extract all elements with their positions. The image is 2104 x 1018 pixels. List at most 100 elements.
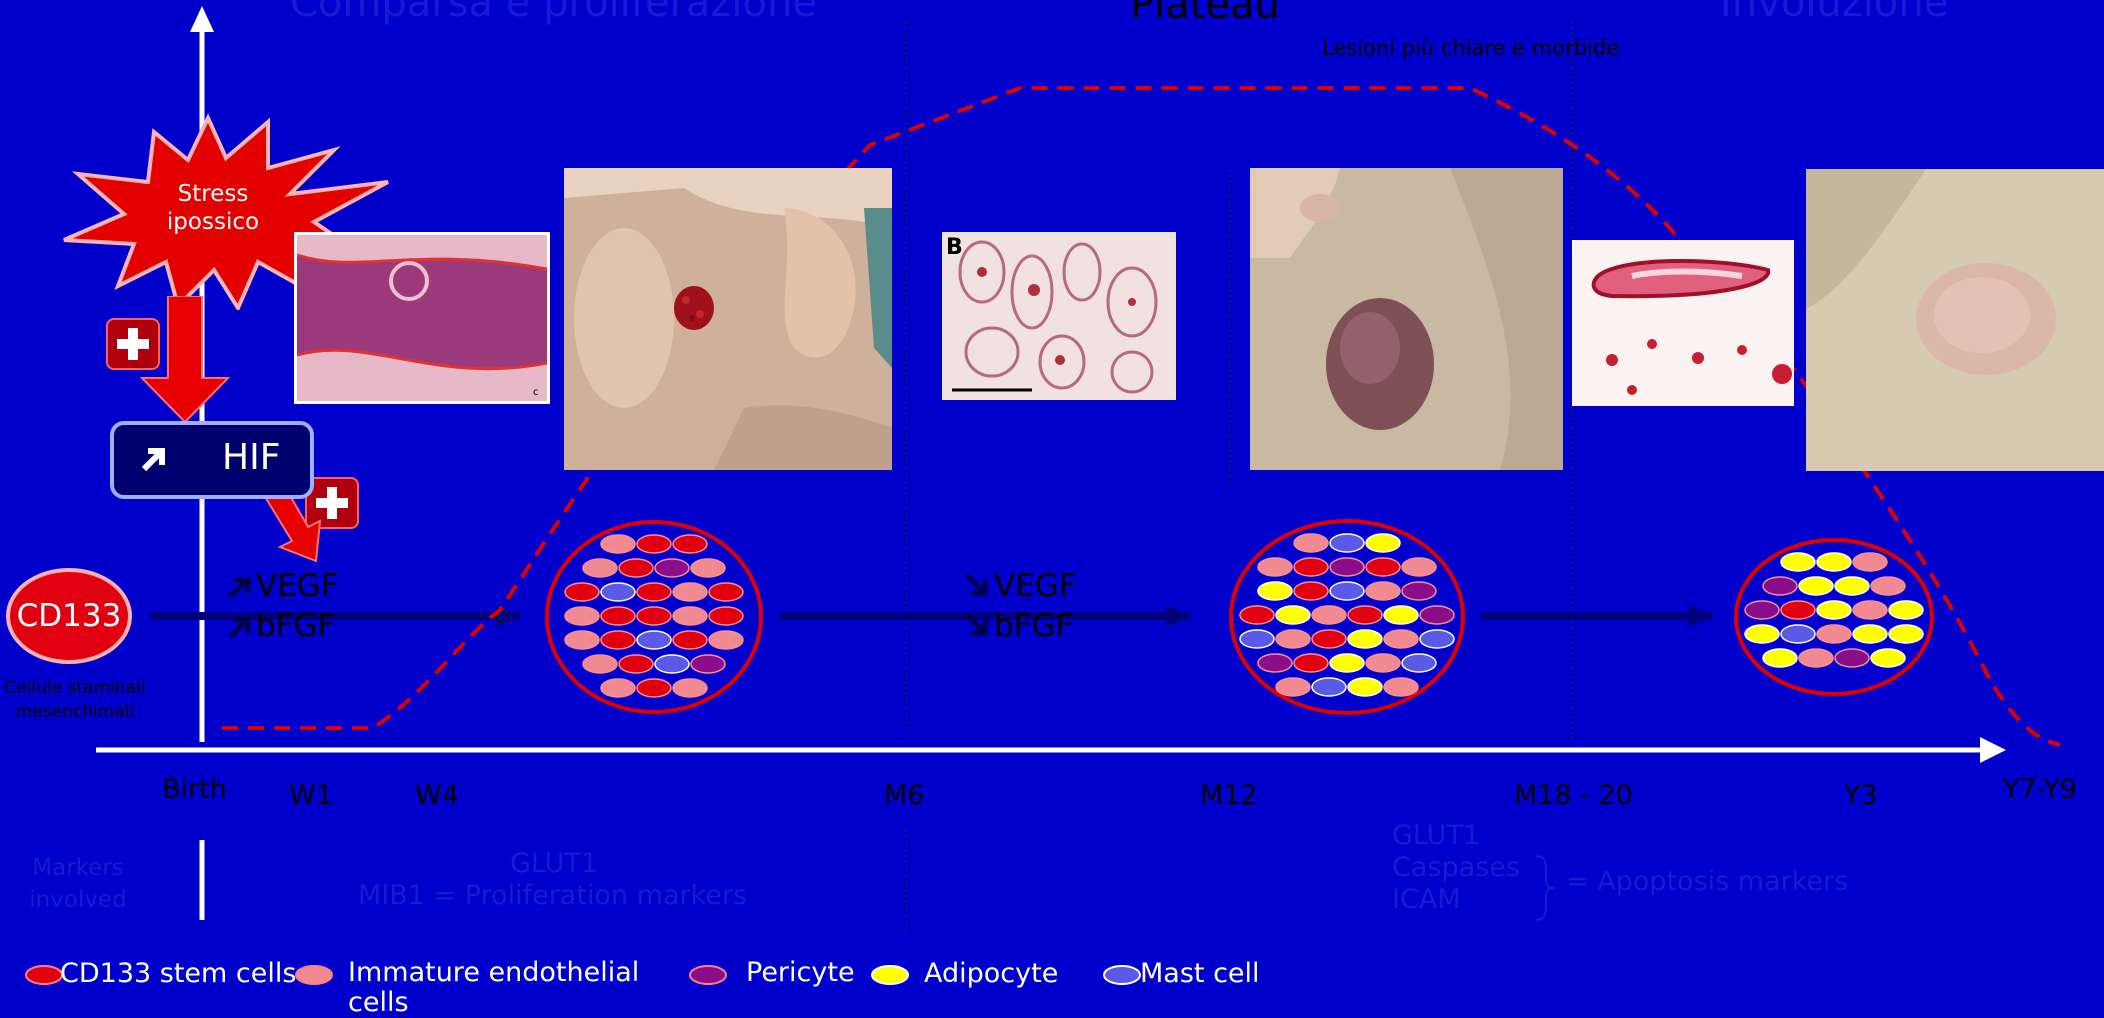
cell-mast-cell — [601, 583, 635, 601]
cell-cd133 — [1294, 558, 1328, 576]
arrow-down-right-icon — [964, 612, 990, 642]
legend-pericyte: Pericyte — [746, 958, 876, 988]
cell-endothelial — [1384, 678, 1418, 696]
cell-endothelial — [1853, 601, 1887, 619]
cell-cd133 — [637, 583, 671, 601]
cell-cd133 — [709, 583, 743, 601]
cell-pericyte — [691, 655, 725, 673]
legend-cd133: CD133 stem cells — [60, 958, 296, 989]
factor-up-vegf: VEGF — [256, 566, 339, 606]
cell-adipocyte — [1871, 649, 1905, 667]
histology-b-label: B — [946, 235, 963, 260]
cell-endothelial — [565, 631, 599, 649]
cell-adipocyte — [1817, 553, 1851, 571]
cell-cd133 — [1348, 606, 1382, 624]
cluster-proliferation — [543, 518, 765, 716]
cell-cd133 — [601, 607, 635, 625]
proliferation-marker-glut1: GLUT1 — [510, 848, 598, 879]
cell-adipocyte — [1781, 553, 1815, 571]
legend-swatch-endothelial — [292, 962, 336, 988]
tick-w4: W4 — [415, 780, 459, 811]
factor-down-vegf: VEGF — [994, 566, 1077, 606]
legend-swatch-pericyte — [686, 962, 730, 988]
cell-adipocyte — [1889, 625, 1923, 643]
apoptosis-marker-glut1: GLUT1 — [1392, 820, 1480, 852]
cell-pericyte — [1835, 649, 1869, 667]
hif-label: HIF — [222, 437, 280, 478]
cell-adipocyte — [1258, 582, 1292, 600]
legend-adipocyte: Adipocyte — [924, 958, 1058, 989]
cell-mast-cell — [1240, 630, 1274, 648]
cell-endothelial — [1384, 630, 1418, 648]
infant-plateau-lesion-photo — [1250, 168, 1563, 470]
cell-cd133 — [1781, 601, 1815, 619]
cell-mast-cell — [637, 631, 671, 649]
arrow-down-right-icon — [964, 572, 990, 602]
cell-endothelial — [1276, 630, 1310, 648]
cell-adipocyte — [1763, 649, 1797, 667]
apoptosis-marker-icam: ICAM — [1392, 884, 1461, 916]
cell-adipocyte — [1330, 654, 1364, 672]
arrow-up-right-icon — [227, 574, 253, 604]
cell-endothelial — [601, 535, 635, 553]
x-axis-arrowhead — [1980, 737, 2006, 763]
factor-up-bfgf: bFGF — [256, 606, 335, 646]
hif-box: HIF — [110, 421, 314, 499]
cell-adipocyte — [1276, 606, 1310, 624]
cell-pericyte — [1402, 582, 1436, 600]
legend-endothelial: Immature endothelial cells — [348, 958, 668, 1018]
cell-endothelial — [1366, 654, 1400, 672]
tick-m18-20: M18 - 20 — [1514, 780, 1633, 811]
cd133-caption: Cellule staminali mesenchimali — [0, 676, 150, 724]
histology-involution-image — [1572, 240, 1794, 406]
tick-m12: M12 — [1200, 780, 1258, 811]
legend-swatch-mast-cell — [1100, 962, 1144, 988]
cell-adipocyte — [1835, 577, 1869, 595]
apoptosis-marker-caspases: Caspases — [1392, 852, 1520, 884]
cell-adipocyte — [1366, 534, 1400, 552]
cell-cd133 — [1366, 558, 1400, 576]
tick-m6: M6 — [884, 780, 924, 811]
cell-endothelial — [691, 559, 725, 577]
cell-endothelial — [1817, 625, 1851, 643]
histology-c-label: c — [533, 387, 539, 398]
cell-adipocyte — [1745, 625, 1779, 643]
tick-y3: Y3 — [1844, 780, 1878, 811]
factor-down-bfgf: bFGF — [994, 606, 1073, 646]
cell-mast-cell — [1330, 534, 1364, 552]
cell-mast-cell — [1330, 582, 1364, 600]
stress-to-hif-arrow — [140, 296, 230, 424]
arrow-up-right-icon — [227, 614, 253, 644]
cell-cd133 — [1294, 582, 1328, 600]
tick-w1: W1 — [289, 780, 333, 811]
infant-early-lesion-photo — [564, 168, 892, 470]
cell-endothelial — [1294, 534, 1328, 552]
cell-cd133 — [637, 607, 671, 625]
cluster-involution — [1732, 536, 1936, 698]
cell-mast-cell — [655, 655, 689, 673]
cell-mast-cell — [1312, 678, 1346, 696]
cell-endothelial — [673, 679, 707, 697]
cell-adipocyte — [1384, 606, 1418, 624]
cell-cd133 — [637, 679, 671, 697]
cell-cd133 — [1312, 630, 1346, 648]
cell-endothelial — [565, 607, 599, 625]
cell-cd133 — [1294, 654, 1328, 672]
cell-pericyte — [1330, 558, 1364, 576]
cd133-cell: CD133 — [6, 568, 132, 664]
cell-adipocyte — [1799, 577, 1833, 595]
cell-endothelial — [1871, 577, 1905, 595]
cell-endothelial — [1799, 649, 1833, 667]
cell-endothelial — [1366, 582, 1400, 600]
cell-cd133 — [637, 535, 671, 553]
cell-pericyte — [1745, 601, 1779, 619]
cell-endothelial — [583, 559, 617, 577]
apoptosis-markers-label: = Apoptosis markers — [1566, 866, 1848, 897]
cell-cd133 — [565, 583, 599, 601]
cell-adipocyte — [1889, 601, 1923, 619]
cell-endothelial — [583, 655, 617, 673]
cell-endothelial — [601, 679, 635, 697]
markers-label: Markers involved — [18, 852, 138, 916]
y-axis-arrowhead — [190, 6, 214, 32]
cell-adipocyte — [1853, 625, 1887, 643]
